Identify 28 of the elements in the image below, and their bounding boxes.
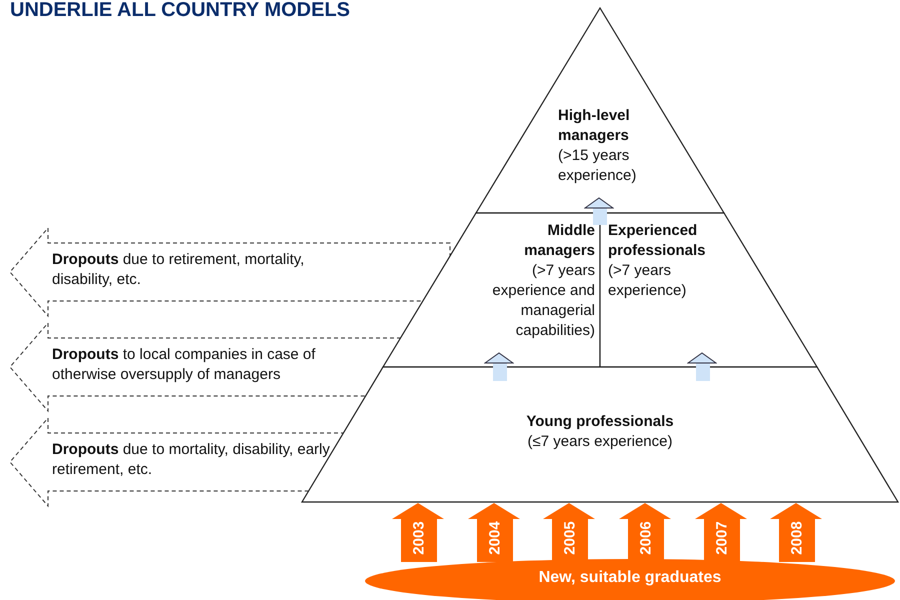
tier-heading: High-level managers — [558, 106, 631, 146]
block-arrow — [770, 503, 822, 562]
year-label: 2005 — [562, 521, 578, 555]
year-label: 2003 — [410, 521, 428, 555]
upward-arrow — [484, 352, 514, 381]
block-arrow — [695, 503, 747, 562]
block-arrow — [468, 503, 520, 562]
tier-heading: Young professionals — [525, 412, 675, 432]
tier-heading: Experienced professionals — [608, 221, 707, 261]
tier-heading: Middle managers — [523, 221, 595, 261]
block-arrow — [619, 503, 671, 562]
block-arrow — [392, 503, 444, 562]
upward-arrow — [584, 198, 614, 225]
block-arrow — [543, 503, 595, 562]
pool-label: New, suitable graduates — [538, 568, 722, 588]
dropout-note: Dropouts due to mortality, disability, early retirement, etc. — [52, 440, 331, 480]
tier-description: (>7 years experience) — [608, 261, 688, 301]
page-title: UNDERLIE ALL COUNTRY MODELS — [10, 0, 350, 22]
tier-description: (>15 years experience) — [558, 146, 638, 186]
year-label: 2007 — [714, 521, 730, 555]
year-label: 2006 — [638, 521, 654, 555]
tier-description: (≤7 years experience) — [526, 432, 674, 452]
upward-arrow — [688, 352, 716, 381]
dropout-note: Dropouts due to retirement, mortality, disability, etc. — [52, 250, 306, 290]
year-label: 2004 — [486, 521, 504, 555]
tier-description: (>7 years experience and managerial capabilities) — [491, 261, 595, 341]
year-label: 2008 — [788, 521, 806, 555]
dropout-note: Dropouts to local companies in case of otherwise oversupply of managers — [52, 345, 316, 385]
